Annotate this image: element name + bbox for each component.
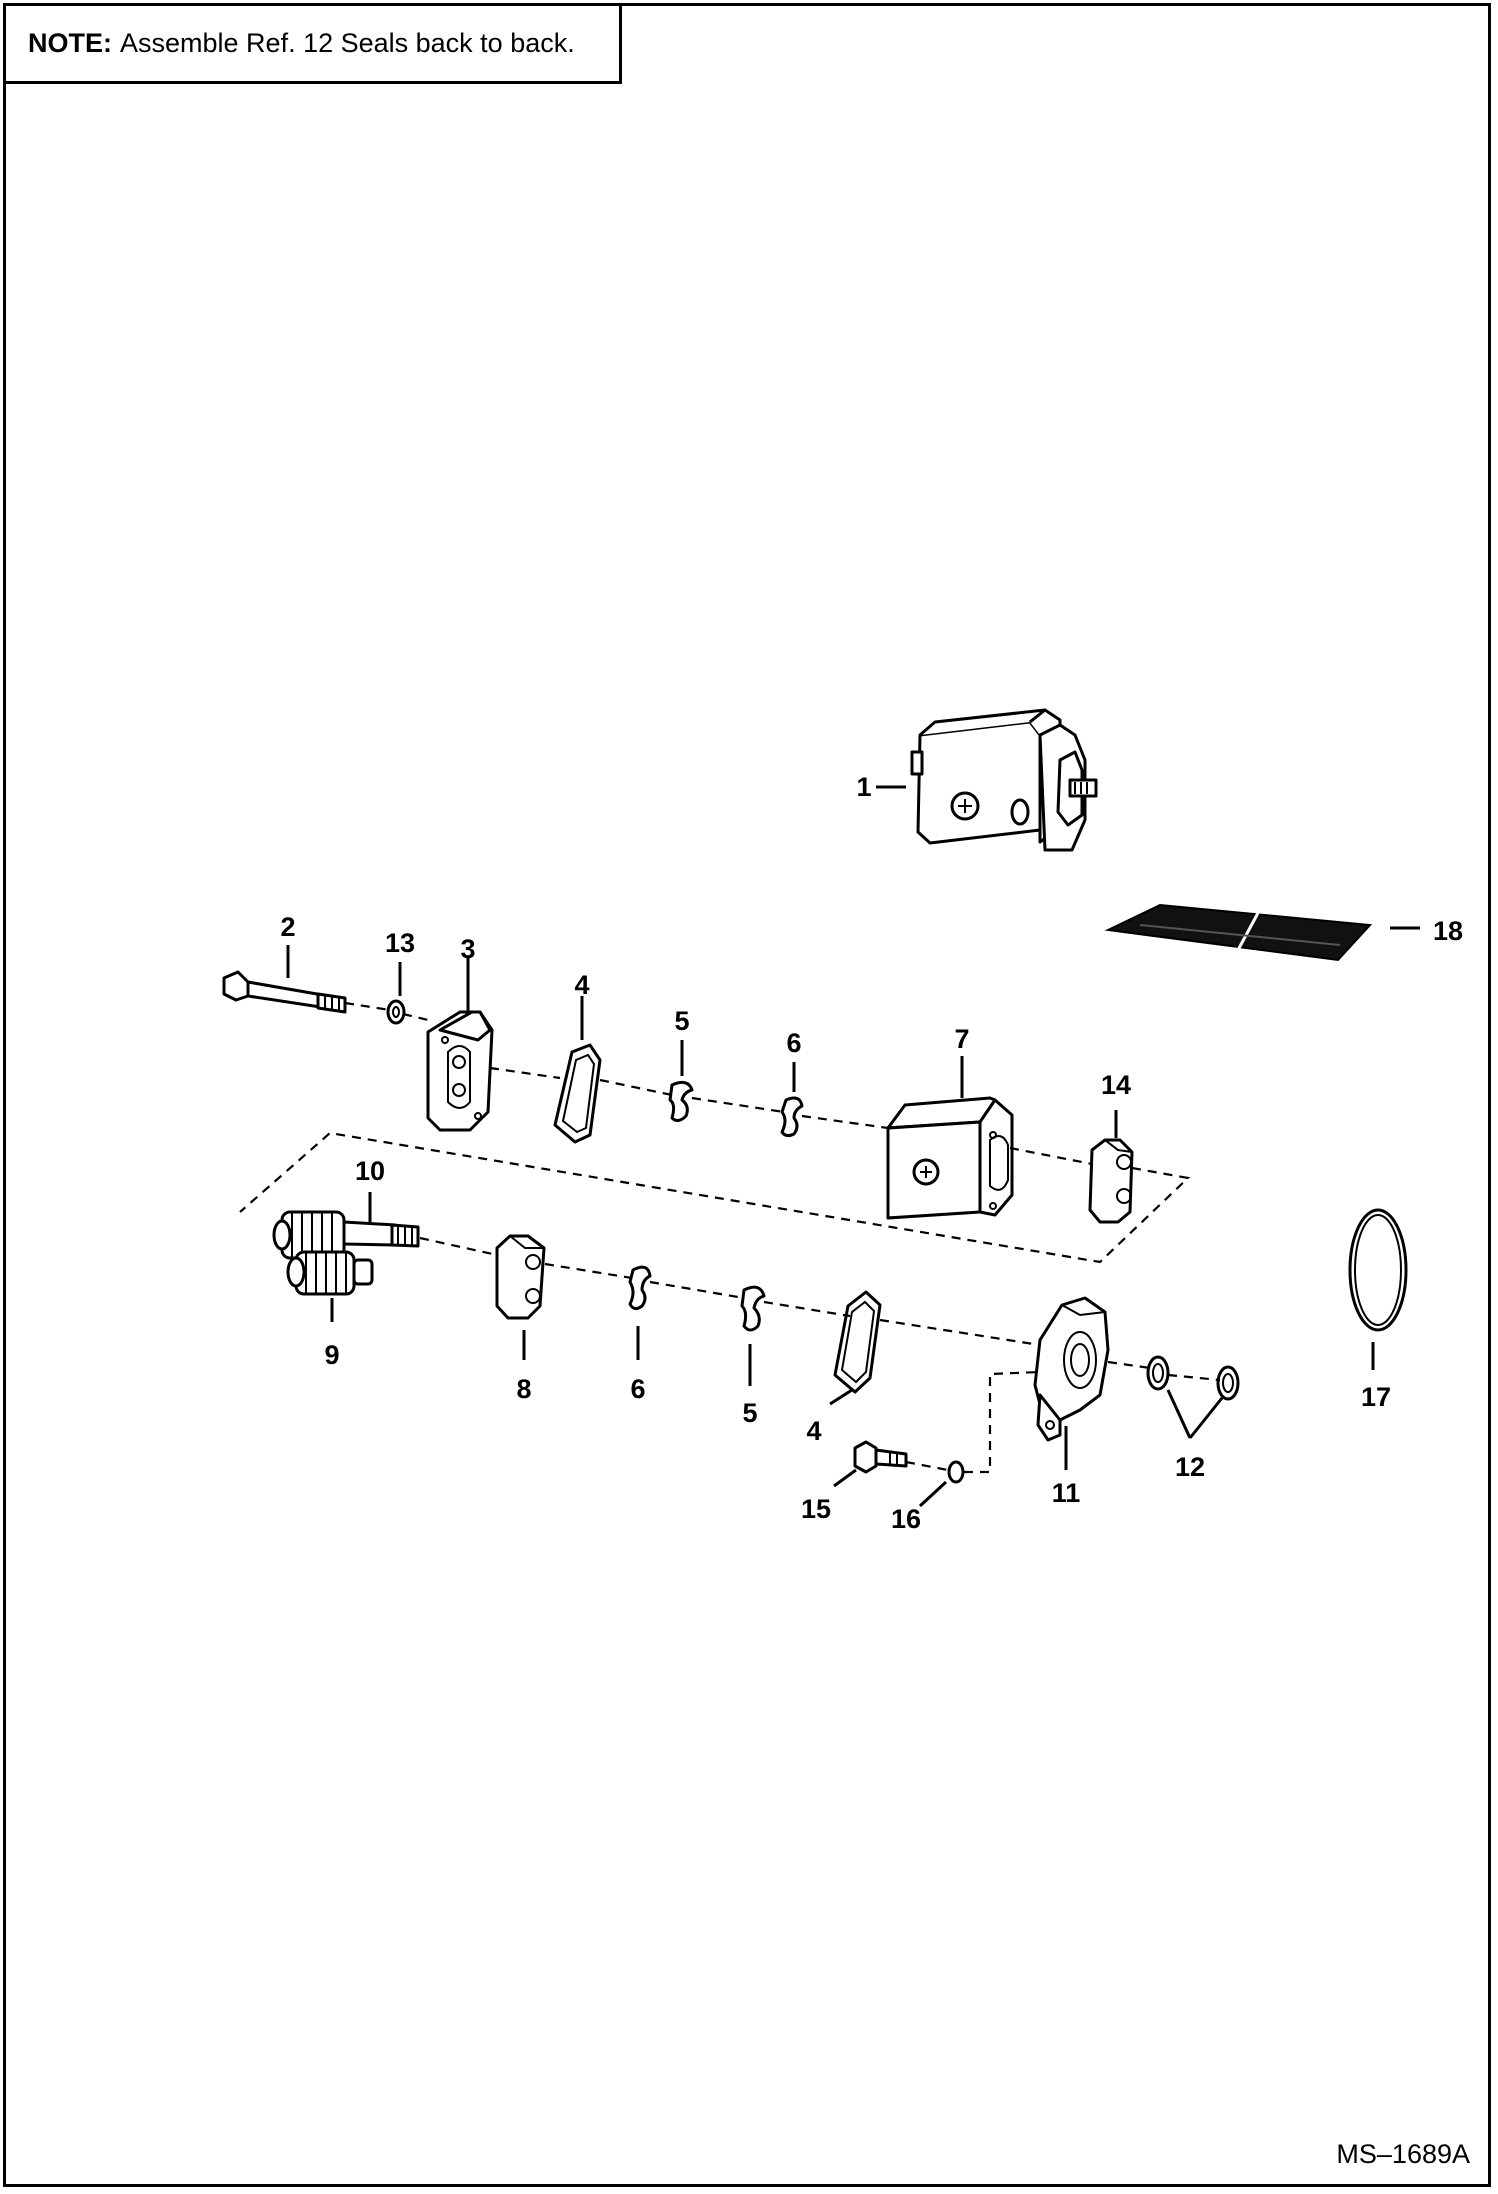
part-18-decal [1104,903,1373,962]
diagram-frame: NOTE: Assemble Ref. 12 Seals back to bac… [3,3,1491,2187]
callout-6-lower: 6 [630,1374,645,1404]
part-14-bearing-block [1088,1138,1134,1224]
callout-18: 18 [1433,916,1463,946]
part-6-gasket-lower [628,1265,652,1311]
callout-15: 15 [801,1494,831,1524]
part-7-gear-housing [886,1096,1014,1220]
callout-14: 14 [1101,1070,1131,1100]
note-label: NOTE: [28,28,112,58]
part-15-cap-screw [853,1440,908,1474]
part-4-seal-upper [553,1043,602,1144]
callout-1: 1 [856,772,871,802]
callout-2: 2 [280,912,295,942]
assembly-center-lines [239,1001,1221,1474]
part-11-front-cover [1033,1296,1110,1442]
callout-labels: 1 2 13 3 4 5 6 7 14 18 10 9 8 6 5 4 11 1… [280,772,1463,1534]
part-17-o-ring [1348,1208,1408,1332]
part-8-bearing-block [495,1234,546,1320]
document-id: MS–1689A [1336,2139,1470,2169]
part-4-seal-lower [833,1290,882,1394]
part-5-seal-lower [740,1285,766,1332]
callout-16: 16 [891,1504,921,1534]
callout-8: 8 [516,1374,531,1404]
part-16-lock-washer [947,1460,965,1484]
callout-5-lower: 5 [742,1398,757,1428]
part-9-driven-gear [286,1250,374,1296]
part-3-rear-cover [426,1010,494,1132]
part-1-gear-pump [910,708,1098,852]
callout-7: 7 [954,1024,969,1054]
callout-9: 9 [324,1340,339,1370]
callout-10: 10 [355,1156,385,1186]
callout-4-upper: 4 [574,970,589,1000]
part-2-bolt [222,970,347,1014]
callout-4-lower: 4 [806,1416,821,1446]
part-12-seals [1146,1355,1240,1401]
callout-17: 17 [1361,1382,1391,1412]
part-13-washer [386,999,406,1025]
note-text: Assemble Ref. 12 Seals back to back. [120,28,575,58]
callout-5-upper: 5 [674,1006,689,1036]
part-10-drive-gear [272,1210,420,1260]
assembly-note: NOTE: Assemble Ref. 12 Seals back to bac… [6,6,622,84]
callout-13: 13 [385,928,415,958]
callout-11: 11 [1052,1478,1081,1508]
part-6-gasket-upper [780,1096,804,1138]
callout-12: 12 [1175,1452,1205,1482]
part-5-seal-upper [668,1080,694,1123]
callout-6-upper: 6 [786,1028,801,1058]
callout-3: 3 [460,934,475,964]
leader-lines [286,785,1420,1508]
